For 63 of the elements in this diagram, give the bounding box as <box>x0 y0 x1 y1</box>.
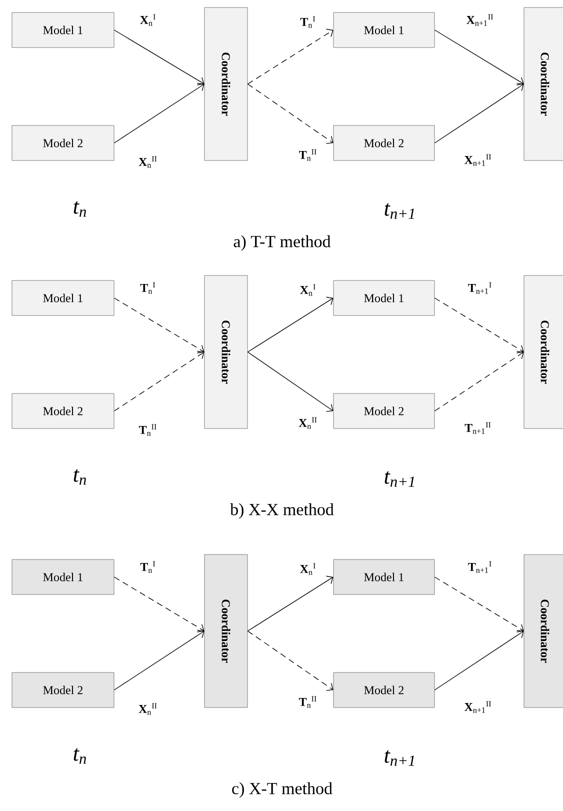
time-label: t$_{n}$ <box>74 469 86 485</box>
edge-label: T$_{n}$II <box>298 695 318 709</box>
arrow <box>247 352 334 412</box>
arrow <box>434 82 524 144</box>
caption: a) T-T method <box>234 235 331 251</box>
model-box: Model 1 <box>333 280 435 316</box>
arrow <box>114 350 204 412</box>
arrow <box>434 350 524 412</box>
arrow <box>247 28 334 84</box>
edge-label: T$_{n+1}$I <box>466 281 494 295</box>
arrow <box>434 298 524 354</box>
coordinator-box: Coordinator <box>524 275 563 429</box>
edge-label: T$_{n+1}$II <box>464 421 492 435</box>
model-box: Model 1 <box>12 12 114 48</box>
arrow <box>114 30 204 86</box>
model-box: Model 2 <box>12 672 114 708</box>
edge-label: X$_{n}$II <box>138 155 158 169</box>
arrow <box>247 296 334 352</box>
edge-label: X$_{n+1}$II <box>465 13 495 27</box>
coordinator-box: Coordinator <box>204 275 248 429</box>
edge-label: T$_{n}$I <box>299 15 317 29</box>
model-box: Model 2 <box>12 393 114 429</box>
model-box: Model 1 <box>333 12 435 48</box>
time-label: t$_{n}$ <box>74 201 86 217</box>
edge-label: X$_{n}$II <box>138 702 158 716</box>
edge-label: T$_{n+1}$I <box>466 560 494 574</box>
edge-label: T$_{n}$I <box>139 281 157 295</box>
coordinator-box: Coordinator <box>524 7 563 161</box>
model-box: Model 1 <box>12 559 114 595</box>
coordinator-box: Coordinator <box>204 7 248 161</box>
caption: c) X-T method <box>232 782 332 798</box>
model-box: Model 2 <box>12 125 114 161</box>
arrow <box>247 576 334 632</box>
coordinator-box: Coordinator <box>204 554 248 708</box>
arrow <box>114 298 204 354</box>
arrow <box>434 630 524 690</box>
arrow <box>114 576 204 632</box>
time-label: t$_{n+1}$ <box>384 203 414 219</box>
edge-label: X$_{n}$I <box>298 283 318 297</box>
edge-label: T$_{n}$II <box>138 423 158 437</box>
edge-label: T$_{n}$II <box>298 148 318 162</box>
arrow <box>114 630 204 690</box>
time-label: t$_{n}$ <box>74 748 86 764</box>
model-box: Model 1 <box>333 559 435 595</box>
arrow <box>247 84 334 144</box>
time-label: t$_{n+1}$ <box>384 750 414 766</box>
model-box: Model 2 <box>333 672 435 708</box>
caption: b) X-X method <box>230 503 334 519</box>
coordinator-box: Coordinator <box>524 554 563 708</box>
model-box: Model 2 <box>333 125 435 161</box>
arrow <box>114 82 204 144</box>
model-box: Model 1 <box>12 280 114 316</box>
edge-label: X$_{n}$I <box>138 13 158 27</box>
edge-label: X$_{n}$II <box>298 416 318 430</box>
edge-label: T$_{n}$I <box>139 560 157 574</box>
model-box: Model 2 <box>333 393 435 429</box>
edge-label: X$_{n+1}$II <box>463 153 493 167</box>
edge-label: X$_{n+1}$II <box>463 700 493 714</box>
time-label: t$_{n+1}$ <box>384 471 414 487</box>
edge-label: X$_{n}$I <box>298 562 318 576</box>
arrow <box>434 30 524 86</box>
arrow <box>247 630 334 691</box>
arrow <box>434 576 524 632</box>
